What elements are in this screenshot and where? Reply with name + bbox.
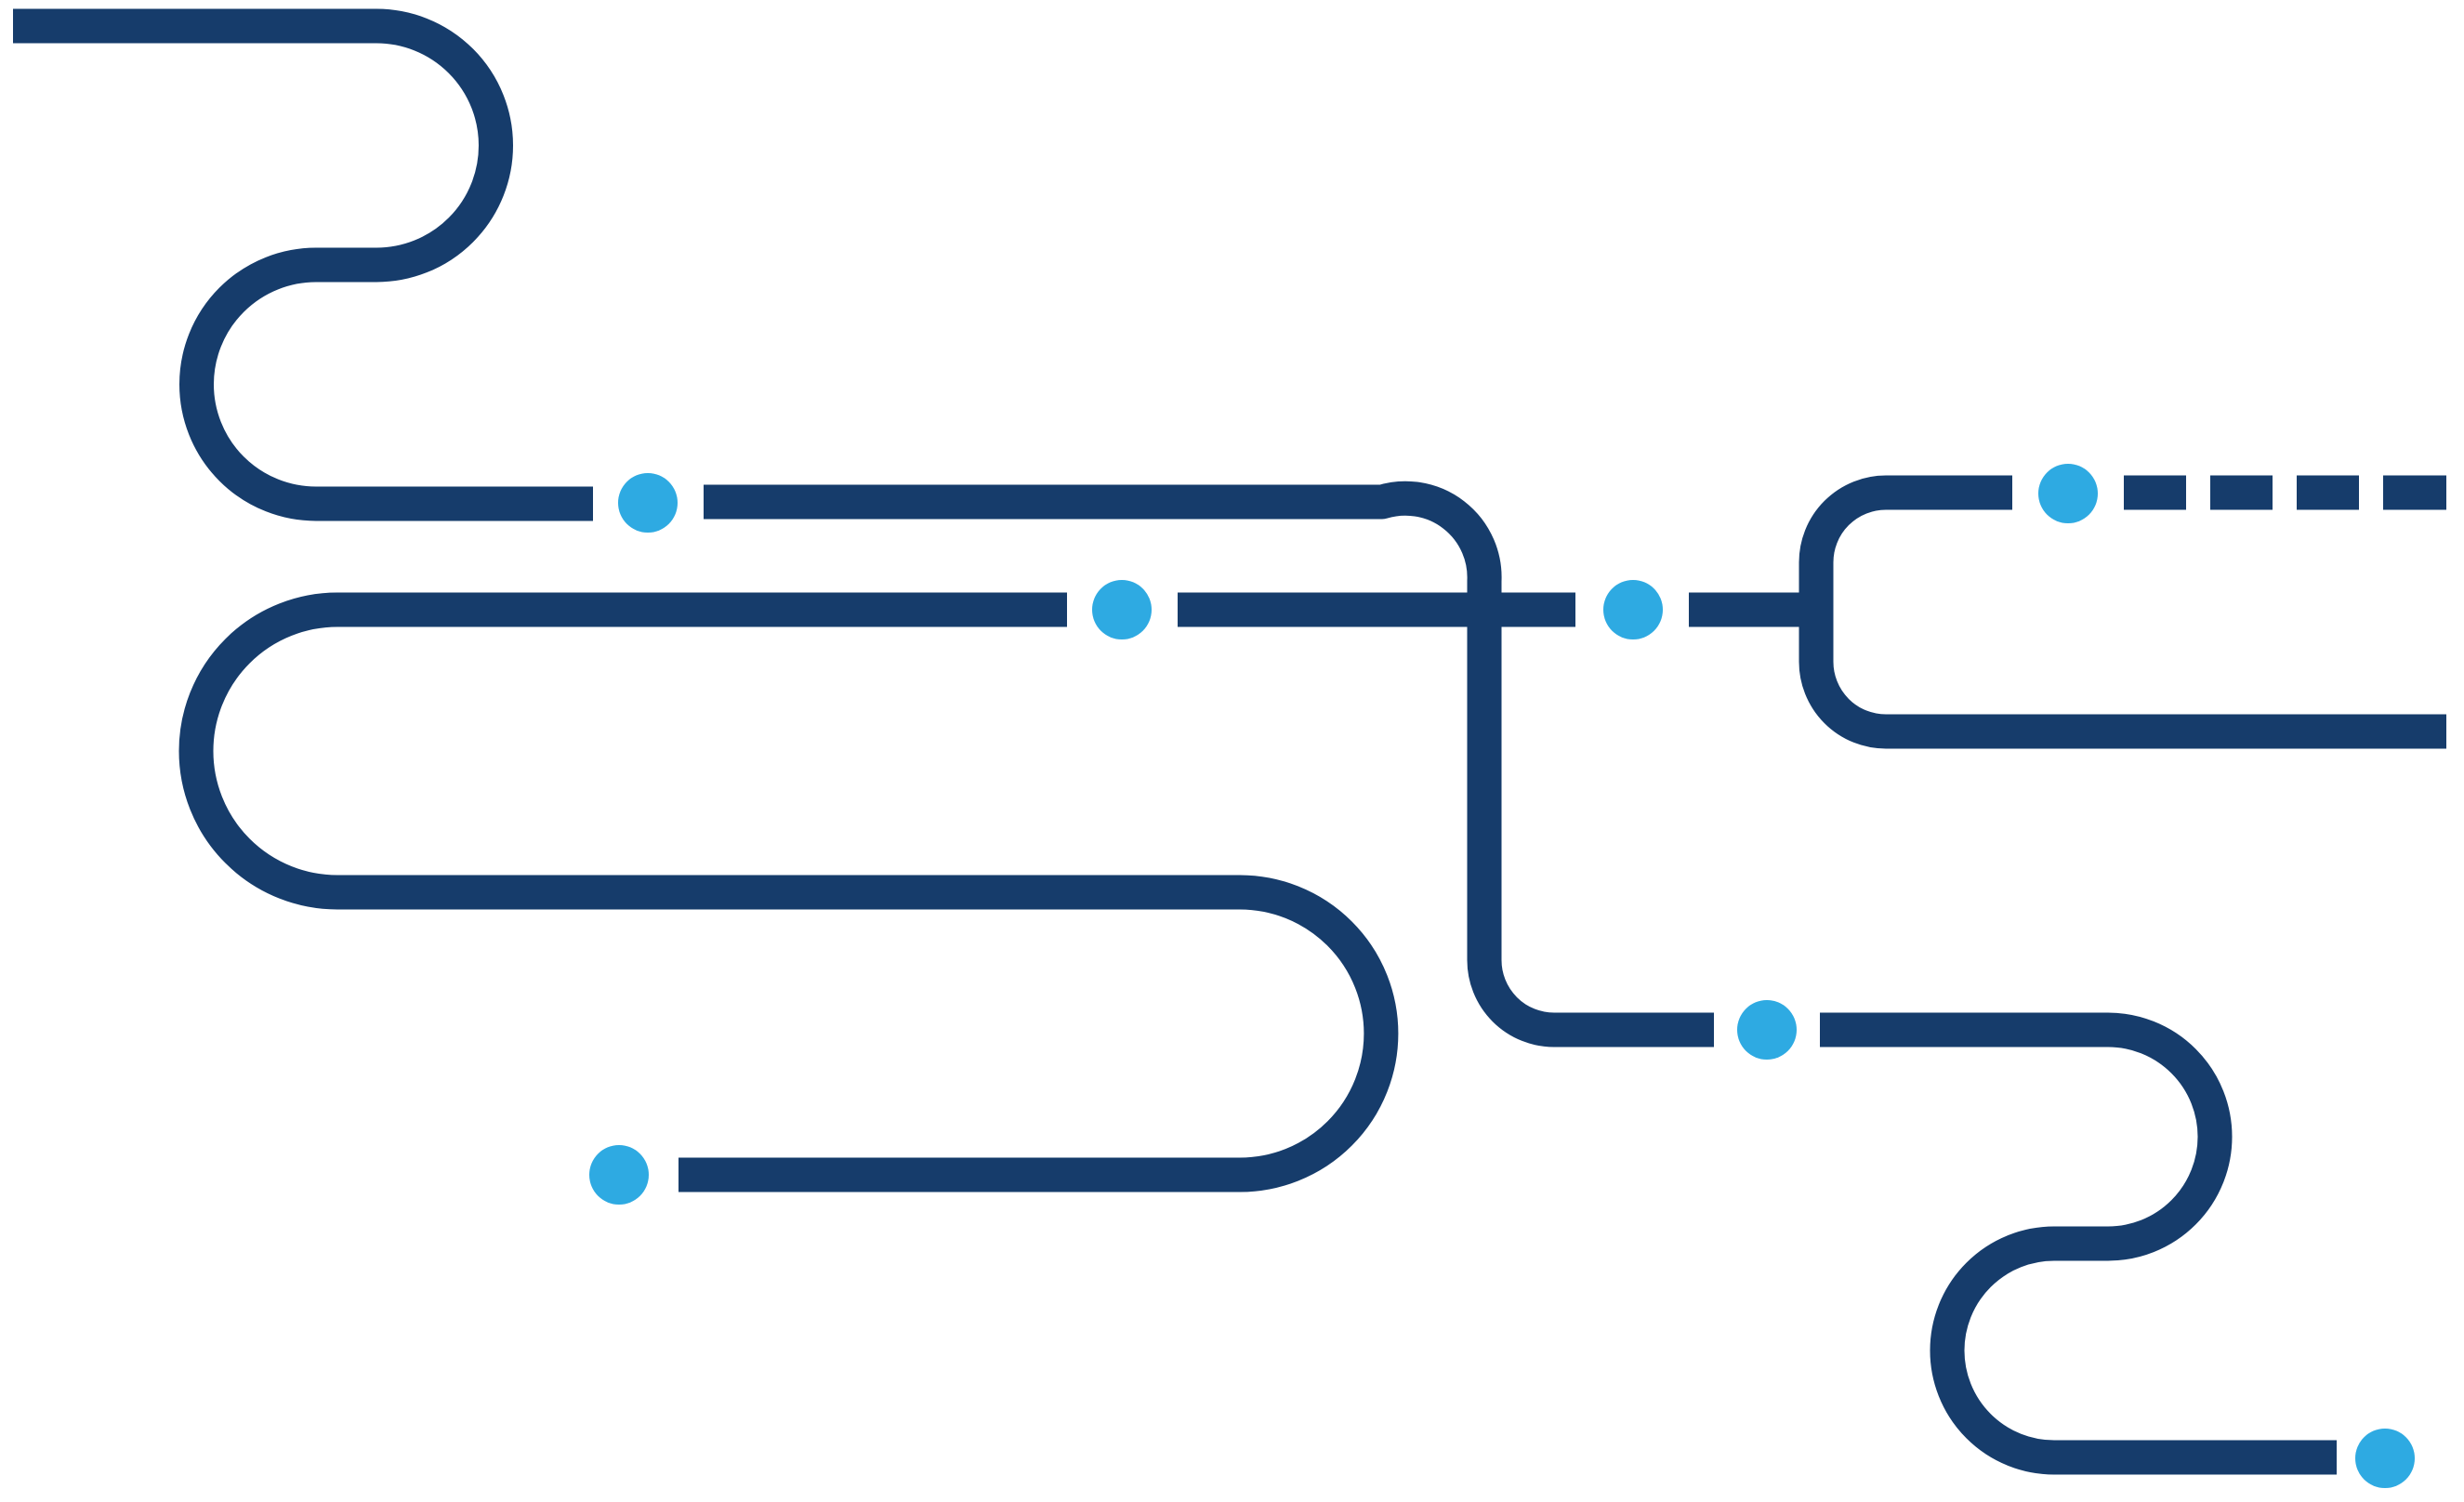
node-middle-right [1603, 580, 1663, 639]
path-lower-right-s-curve [1820, 1012, 2337, 1475]
station-nodes [589, 464, 2415, 1488]
path-top-left-s-curve [13, 8, 593, 521]
path-vertical-branch [1467, 595, 1714, 1047]
node-lower-middle [1737, 1000, 1797, 1060]
path-upper-connector [704, 481, 1502, 613]
node-middle-left [1092, 580, 1152, 639]
node-bottom-left [589, 1145, 649, 1205]
path-right-fork [1799, 475, 2446, 749]
node-top-right [2038, 464, 2098, 523]
route-lines [13, 8, 2446, 1475]
node-bottom-right [2355, 1429, 2415, 1488]
node-upper-left [618, 473, 678, 533]
path-large-s-curve [178, 592, 1399, 1192]
